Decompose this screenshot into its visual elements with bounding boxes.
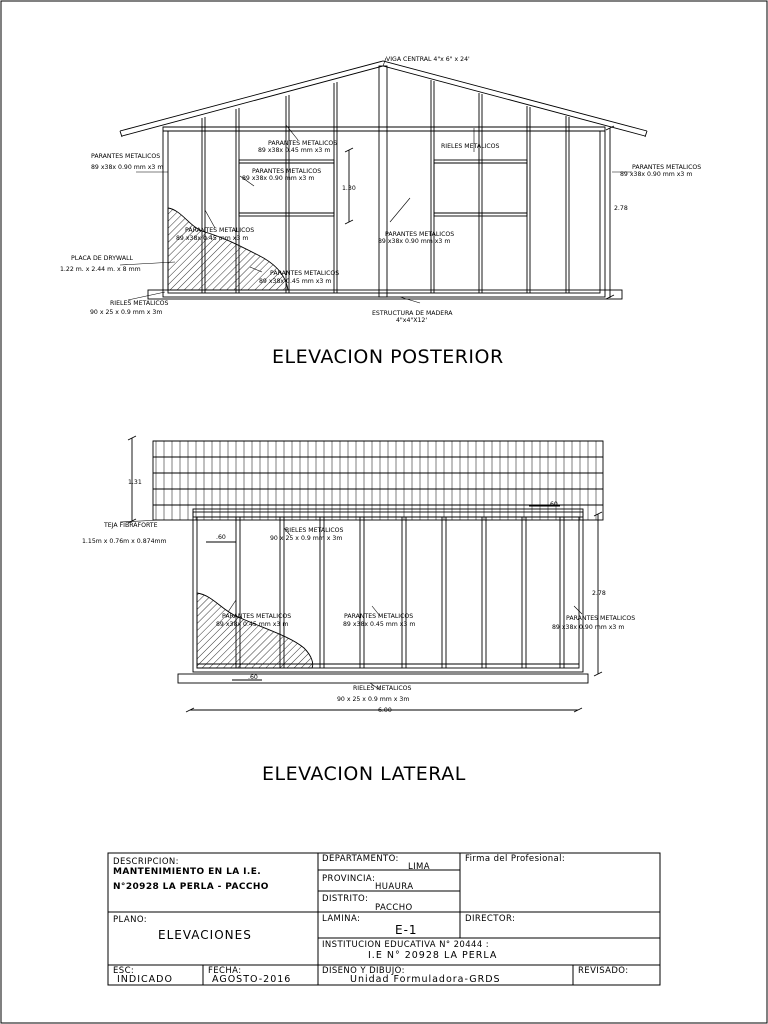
rear-parantes-lower-label: PARANTES METALICOS (270, 270, 339, 277)
side-rieles-top-label: RIELES METALICOS (285, 527, 344, 534)
rear-parantes-window-label: PARANTES METALICOS (252, 168, 321, 175)
rear-rieles-label: RIELES METALICOS (110, 300, 169, 307)
rear-parantes-center-label: PARANTES METALICOS (385, 231, 454, 238)
side-dim-131: 1.31 (128, 479, 142, 486)
side-parantes-left-spec: 89 x38x 0.45 mm x3 m (216, 621, 288, 628)
tb-plano-value: ELEVACIONES (158, 928, 252, 942)
tb-distrito-value: PACCHO (375, 903, 413, 913)
side-dim-60b: .60 (548, 501, 558, 508)
side-roof-tiles (153, 440, 603, 520)
tb-descripcion-line2: N°20928 LA PERLA - PACCHO (113, 882, 269, 892)
rear-viga-label: VIGA CENTRAL 4"x 6" x 24' (386, 56, 470, 63)
tb-provincia-label: PROVINCIA: (322, 874, 375, 884)
tb-diseno-value: Unidad Formuladora-GRDS (350, 974, 501, 985)
side-teja-spec: 1.15m x 0.76m x 0.874mm (82, 538, 167, 545)
rear-parantes-center-spec: 89 x38x 0.90 mm x3 m (378, 238, 450, 245)
tb-esc-value: INDICADO (117, 974, 173, 985)
title-block (107, 852, 661, 986)
rear-rieles-top-label: RIELES METALICOS (441, 143, 500, 150)
side-parantes-mid-label: PARANTES METALICOS (344, 613, 413, 620)
side-teja-label: TEJA FIBRAFORTE (103, 522, 158, 529)
tb-revisado-label: REVISADO: (578, 966, 629, 976)
rear-parantes-left-spec: 89 x38x 0.90 mm x3 m (91, 164, 163, 171)
tb-esc-label: ESC: (113, 966, 134, 976)
rear-elevation-title: ELEVACION POSTERIOR (272, 346, 504, 368)
tb-distrito-label: DISTRITO: (322, 894, 368, 904)
side-dim-60c: .60 (248, 674, 258, 681)
rear-rieles-spec: 90 x 25 x 0.9 mm x 3m (90, 309, 162, 316)
side-parantes-right-spec: 89 x38x 0.90 mm x3 m (552, 624, 624, 631)
rear-parantes-lower-spec: 89 x38x 0.45 mm x3 m (259, 278, 331, 285)
side-dim-278: 2.78 (592, 590, 606, 597)
rear-parantes-lowleft-label: PARANTES METALICOS (185, 227, 254, 234)
rear-parantes-right-label: PARANTES METALICOS (632, 164, 701, 171)
rear-parantes-window-spec: 89 x38x 0.90 mm x3 m (242, 175, 314, 182)
side-elevation-drawing (119, 435, 604, 713)
side-parantes-mid-spec: 89 x38x 0.45 mm x3 m (343, 621, 415, 628)
tb-descripcion-line1: MANTENIMIENTO EN LA I.E. (113, 867, 261, 877)
side-dim-600: 6.00 (378, 707, 392, 714)
rear-dim-130: 1.30 (342, 185, 356, 192)
rear-parantes-right-spec: 89 x38x 0.90 mm x3 m (620, 171, 692, 178)
rear-drywall-spec: 1.22 m. x 2.44 m. x 8 mm (60, 266, 141, 273)
tb-plano-label: PLANO: (113, 915, 147, 925)
tb-provincia-value: HUAURA (375, 882, 413, 892)
side-rieles-top-spec: 90 x 25 x 0.9 mm x 3m (270, 535, 342, 542)
tb-institucion-value: I.E N° 20928 LA PERLA (368, 950, 497, 961)
tb-institucion-label: INSTITUCION EDUCATIVA N° 20444 : (322, 940, 489, 950)
rear-estructura-spec: 4"x4"X12' (396, 317, 427, 324)
tb-lamina-value: E-1 (395, 923, 418, 937)
rear-elevation-drawing (119, 57, 648, 304)
side-parantes-left-label: PARANTES METALICOS (222, 613, 291, 620)
side-dim-60a: .60 (216, 534, 226, 541)
tb-fecha-label: FECHA: (208, 966, 242, 976)
side-parantes-right-label: PARANTES METALICOS (566, 615, 635, 622)
rear-parantes-left-label: PARANTES METALICOS (91, 153, 160, 160)
side-rieles-bottom-spec: 90 x 25 x 0.9 mm x 3m (337, 696, 409, 703)
tb-descripcion-label: DESCRIPCION: (113, 857, 179, 867)
rear-parantes-top-label: PARANTES METALICOS (268, 140, 337, 147)
side-elevation-title: ELEVACION LATERAL (262, 763, 466, 785)
tb-fecha-value: AGOSTO-2016 (212, 974, 291, 985)
side-rieles-bottom-label: RIELES METALICOS (353, 685, 412, 692)
tb-departamento-label: DEPARTAMENTO: (322, 854, 399, 864)
tb-diseno-label: DISEÑO Y DIBUJO: (322, 965, 405, 976)
tb-firma-label: Firma del Profesional: (465, 854, 565, 864)
tb-lamina-label: LAMINA: (322, 914, 360, 924)
rear-parantes-top-spec: 89 x38x 0.45 mm x3 m (258, 147, 330, 154)
rear-dim-278: 2.78 (614, 205, 628, 212)
rear-parantes-lowleft-spec: 89 x38x 0.45 mm x3 m (176, 235, 248, 242)
tb-director-label: DIRECTOR: (465, 914, 515, 924)
rear-drywall-label: PLACA DE DRYWALL (71, 255, 134, 262)
rear-estructura-label: ESTRUCTURA DE MADERA (372, 310, 453, 317)
tb-departamento-value: LIMA (408, 862, 430, 872)
